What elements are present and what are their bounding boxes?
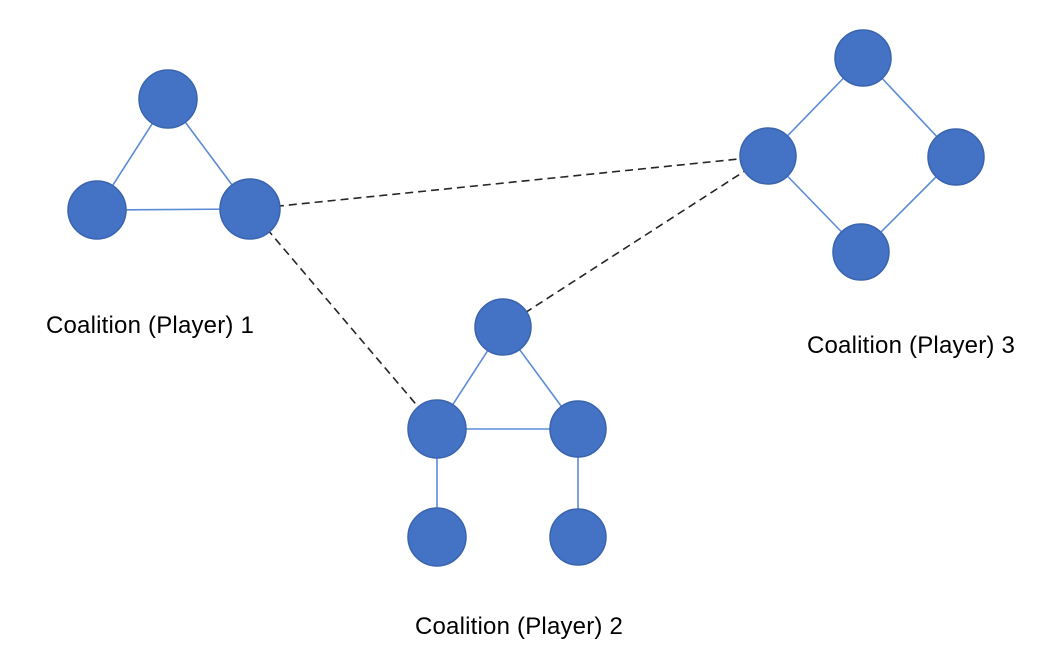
graph-node-c2-bottom-left [407,507,467,567]
graph-node-c3-top [834,29,892,87]
graph-node-c2-left [407,399,467,459]
graph-node-c2-bottom-right [549,508,607,566]
graph-node-c1-right [219,178,281,240]
graph-node-c3-left [739,127,797,185]
graph-node-c1-top [138,69,198,129]
inter-coalition-edge-c1-right-c3-left [249,155,769,210]
graph-node-c2-right [549,400,607,458]
inter-coalition-edge-c2-top-c3-left [502,155,769,328]
coalition-3-label: Coalition (Player) 3 [806,332,1016,359]
graph-node-c3-right [927,128,985,186]
graph-node-c3-bottom [832,223,890,281]
coalition-1-label: Coalition (Player) 1 [45,312,255,339]
graph-node-c2-top [474,298,532,356]
coalition-2-label: Coalition (Player) 2 [414,613,624,640]
graph-node-c1-left [67,180,127,240]
inter-coalition-edge-c1-right-c2-left [249,208,438,430]
